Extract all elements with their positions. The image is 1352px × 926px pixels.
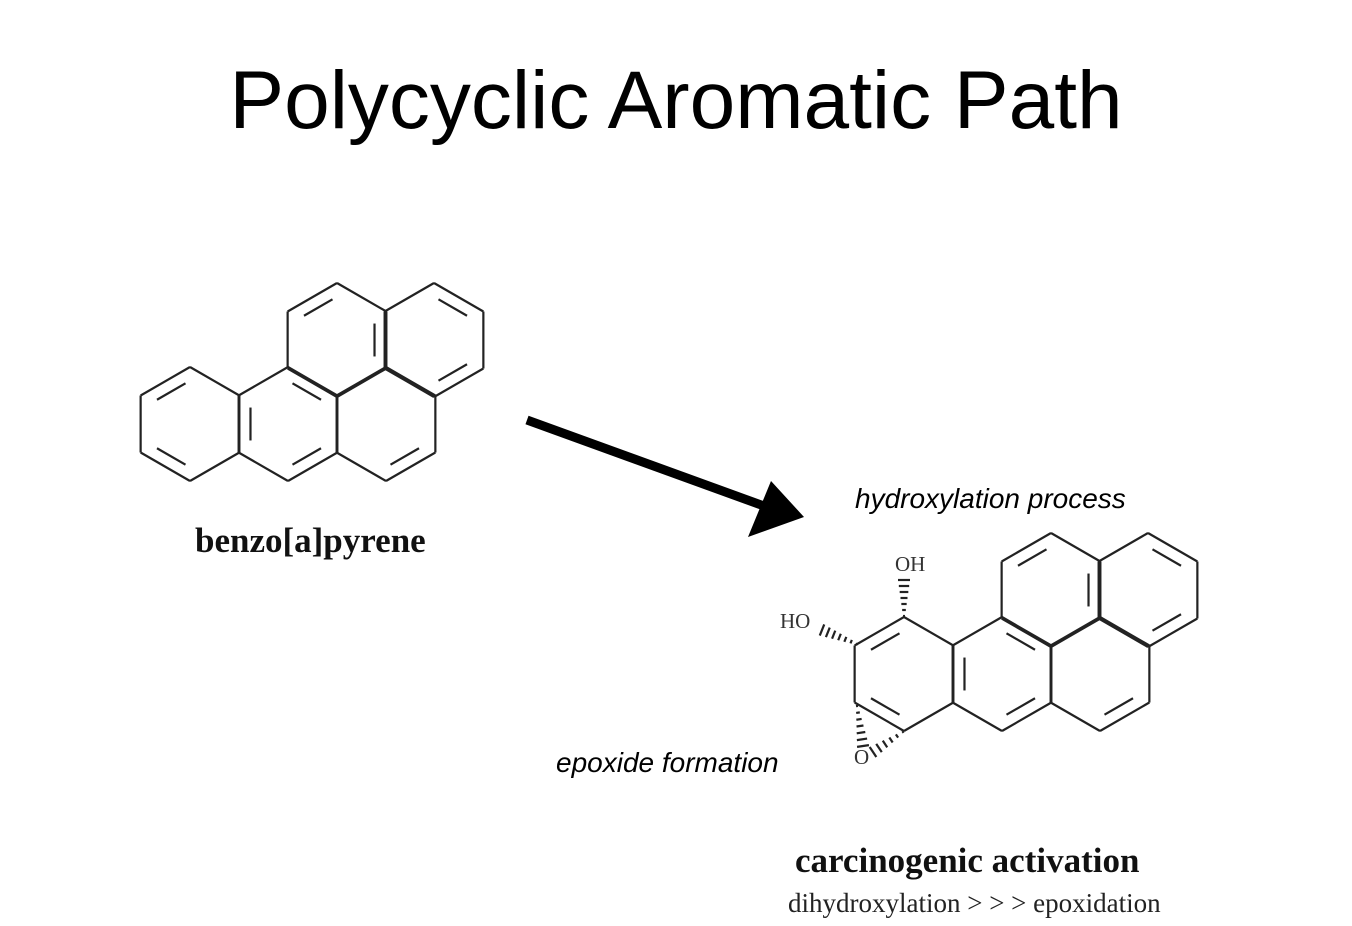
bond xyxy=(287,282,338,313)
bond xyxy=(140,366,191,397)
bond xyxy=(1001,616,1052,647)
hydroxylation-note: hydroxylation process xyxy=(855,483,1126,514)
hash-mark xyxy=(837,633,842,641)
bond xyxy=(903,701,954,732)
epoxide-note: epoxide formation xyxy=(556,747,779,778)
stereo-hash-bonds xyxy=(818,578,910,758)
bond xyxy=(1098,617,1149,648)
bond xyxy=(1050,701,1101,732)
bond xyxy=(903,616,954,647)
hash-mark xyxy=(856,744,870,748)
hash-mark xyxy=(843,636,848,643)
bond xyxy=(140,451,191,482)
bond xyxy=(336,451,387,482)
hash-mark xyxy=(856,730,866,735)
hash-mark xyxy=(881,740,889,748)
double-bond-inner xyxy=(303,298,334,317)
hash-mark xyxy=(901,730,905,734)
bond xyxy=(189,366,240,397)
bond xyxy=(385,366,436,397)
double-bond-inner xyxy=(437,298,468,317)
benzo-a-pyrene-structure xyxy=(139,282,485,482)
bond xyxy=(1050,617,1101,648)
bond xyxy=(854,701,905,732)
caption-title: carcinogenic activation xyxy=(795,841,1139,880)
atom-oh-top: OH xyxy=(895,552,925,576)
arrow-shaft xyxy=(525,415,777,515)
reaction-arrow xyxy=(525,415,804,537)
bond xyxy=(854,616,905,647)
double-bond-inner xyxy=(1151,548,1182,567)
bond xyxy=(1099,701,1150,732)
bond xyxy=(1147,532,1198,563)
bond xyxy=(1050,532,1101,563)
hash-mark xyxy=(818,624,826,636)
arrow-head xyxy=(748,481,804,537)
benzo-a-pyrene-label: benzo[a]pyrene xyxy=(195,521,426,560)
double-bond-inner xyxy=(1017,548,1048,567)
atom-epoxide-o: O xyxy=(854,745,869,769)
bond xyxy=(385,451,436,482)
hash-mark xyxy=(888,736,894,744)
bond xyxy=(384,282,435,313)
hash-mark xyxy=(849,639,853,644)
bond xyxy=(238,366,289,397)
double-bond-inner xyxy=(291,447,322,466)
atom-ho-left: HO xyxy=(780,609,810,633)
bond xyxy=(1147,617,1198,648)
bond xyxy=(1001,532,1052,563)
bond xyxy=(952,701,1003,732)
bond xyxy=(336,366,387,397)
bond xyxy=(336,282,387,313)
bond xyxy=(287,367,338,398)
bond xyxy=(1001,701,1052,732)
bond xyxy=(1001,617,1052,648)
double-bond-inner xyxy=(291,382,322,401)
hash-mark xyxy=(868,746,878,758)
double-bond-inner xyxy=(156,447,187,466)
double-bond-inner xyxy=(1103,697,1134,716)
hash-mark xyxy=(856,717,862,721)
hash-mark xyxy=(875,743,883,753)
bond xyxy=(433,367,484,398)
bond xyxy=(336,367,387,398)
double-bond-inner xyxy=(870,632,901,651)
bond xyxy=(287,451,338,482)
bond xyxy=(238,451,289,482)
caption-subtitle: dihydroxylation > > > epoxidation xyxy=(788,888,1161,918)
bond xyxy=(384,367,435,398)
hash-mark xyxy=(831,630,837,640)
bond xyxy=(1099,616,1150,647)
double-bond-inner xyxy=(1005,697,1036,716)
double-bond-inner xyxy=(1151,613,1182,632)
slide-title: Polycyclic Aromatic Path xyxy=(229,55,1122,146)
bond xyxy=(1050,616,1101,647)
double-bond-inner xyxy=(389,447,420,466)
bond xyxy=(952,616,1003,647)
hash-mark xyxy=(894,733,900,739)
hash-mark xyxy=(824,627,831,638)
bond xyxy=(287,366,338,397)
bond xyxy=(1098,532,1149,563)
double-bond-inner xyxy=(437,363,468,382)
bond xyxy=(189,451,240,482)
hash-mark xyxy=(856,737,868,742)
hash-mark xyxy=(856,724,864,728)
double-bond-inner xyxy=(156,382,187,401)
bond xyxy=(433,282,484,313)
diol-epoxide-structure xyxy=(853,532,1199,732)
double-bond-inner xyxy=(1005,632,1036,651)
hash-mark xyxy=(855,642,859,646)
hash-mark xyxy=(856,711,860,715)
double-bond-inner xyxy=(870,697,901,716)
